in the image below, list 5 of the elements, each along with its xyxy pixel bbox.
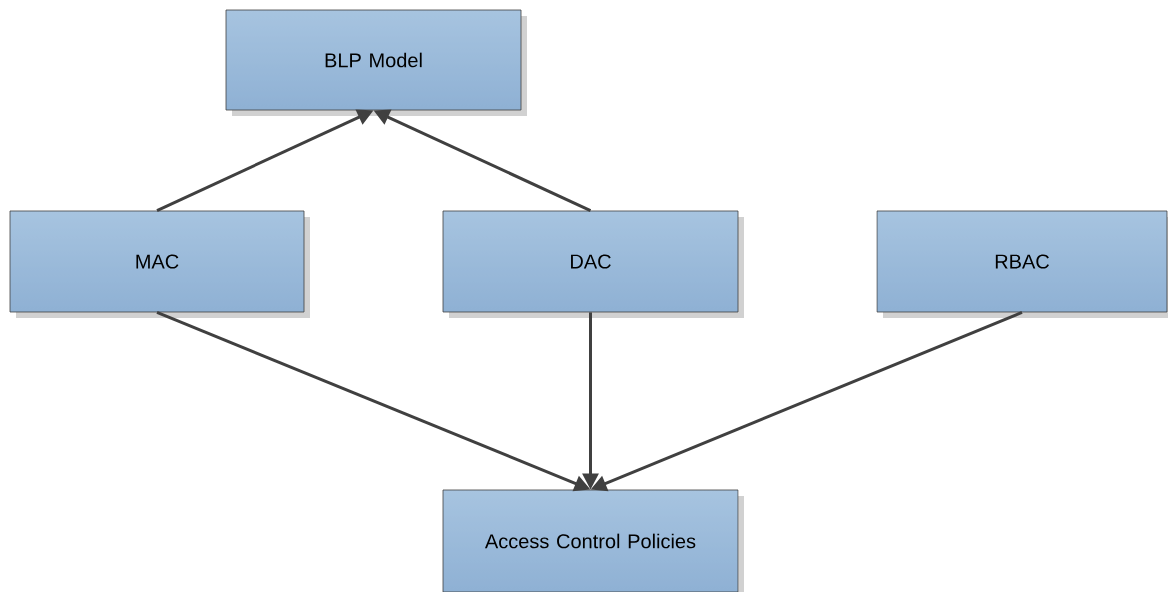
- process-box: Access Control Policies: [442, 489, 744, 592]
- process-box: MAC: [9, 210, 310, 318]
- process-box: RBAC: [876, 210, 1168, 318]
- process-box: DAC: [442, 210, 744, 318]
- process-box: BLP Model: [225, 9, 527, 116]
